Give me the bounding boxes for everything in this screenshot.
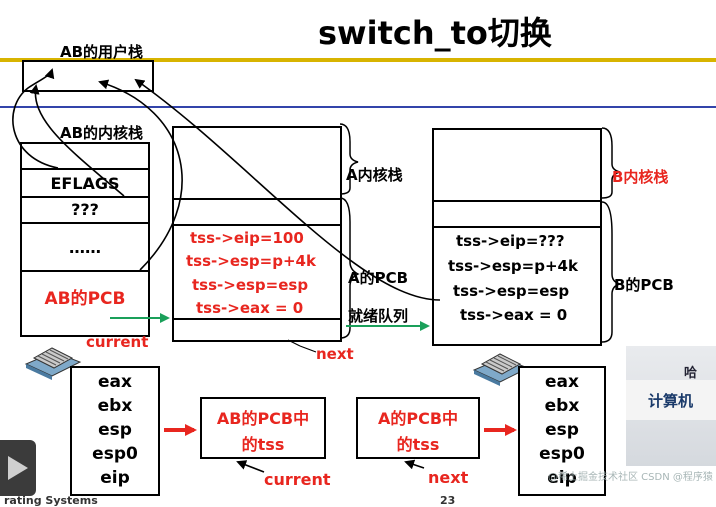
register-box-left: eax ebx esp esp0 eip (70, 366, 160, 496)
b-kernel-stack-label: B内核栈 (612, 168, 669, 186)
photo-text-2: 计算机 (648, 392, 694, 410)
register-right-esp: esp (545, 420, 579, 440)
a-pcb-line-2: tss->esp=p+4k (186, 252, 316, 270)
register-right-eip: eip (547, 468, 577, 488)
next-label-top: next (316, 345, 354, 363)
a-tss-line-1: A的PCB中 (377, 409, 459, 428)
b-pcb-label: B的PCB (614, 276, 674, 294)
photo-thumbnail: 哈 计算机 (626, 346, 716, 466)
arrow-next-down (299, 345, 317, 353)
a-kernel-stack-label: A内核栈 (346, 166, 403, 184)
a-pcb-label: A的PCB (348, 269, 409, 287)
ab-tss-line-2: 的tss (241, 435, 285, 454)
register-left-esp: esp (98, 420, 132, 440)
register-box-right: eax ebx esp esp0 eip (518, 366, 606, 496)
current-label-bottom: current (264, 470, 331, 489)
footer-left: rating Systems (4, 494, 98, 507)
photo-text-1: 哈 (684, 366, 698, 381)
b-pcb-line-3: tss->esp=esp (453, 282, 570, 300)
a-pcb-line-4: tss->eax = 0 (196, 299, 304, 317)
b-pcb-line-2: tss->esp=p+4k (448, 257, 578, 275)
current-label-top: current (86, 333, 149, 351)
cpu-chip-icon-left (24, 347, 82, 380)
register-left-eip: eip (100, 468, 130, 488)
ab-tss-line-1: AB的PCB中 (216, 409, 310, 428)
b-pcb-line-1: tss->eip=??? (456, 232, 565, 250)
watermark: @稀土掘金技术社区 CSDN @程序猿 (548, 472, 713, 483)
footer-page-number: 23 (440, 494, 456, 507)
stack-cell-unknown: ??? (22, 198, 148, 224)
next-label-bottom: next (428, 468, 469, 487)
a-tss-box: A的PCB中 的tss (356, 397, 480, 459)
register-right-esp0: esp0 (539, 444, 585, 464)
ab-kernel-stack: EFLAGS ??? …… AB的PCB (20, 142, 150, 337)
register-right-ebx: ebx (544, 396, 580, 416)
b-column (432, 128, 602, 346)
ab-kernel-stack-label: AB的内核栈 (60, 124, 144, 142)
stack-cell-eflags: EFLAGS (22, 172, 148, 198)
ab-user-stack-label: AB的用户栈 (60, 43, 144, 61)
arrow-next-bottom (404, 459, 425, 470)
play-icon (8, 456, 28, 480)
b-pcb-line-4: tss->eax = 0 (460, 306, 568, 324)
arrow-current-bottom (236, 460, 265, 473)
a-pcb-line-3: tss->esp=esp (192, 276, 309, 294)
slide-title: switch_to切换 (318, 14, 552, 52)
a-tss-line-2: 的tss (396, 435, 440, 454)
rule-blue (0, 106, 716, 108)
stack-cell-ellipsis: …… (22, 224, 148, 272)
rule-yellow (0, 58, 716, 62)
register-left-eax: eax (98, 372, 132, 392)
register-right-eax: eax (545, 372, 579, 392)
register-left-ebx: ebx (97, 396, 133, 416)
a-pcb-line-1: tss->eip=100 (190, 229, 304, 247)
ab-pcb-label: AB的PCB (44, 289, 126, 309)
register-left-esp0: esp0 (92, 444, 138, 464)
ready-queue-label: 就绪队列 (348, 307, 409, 325)
play-button[interactable] (0, 440, 36, 496)
b-brackets (601, 127, 621, 343)
ab-tss-box: AB的PCB中 的tss (200, 397, 326, 459)
ab-user-stack-box (22, 60, 154, 92)
